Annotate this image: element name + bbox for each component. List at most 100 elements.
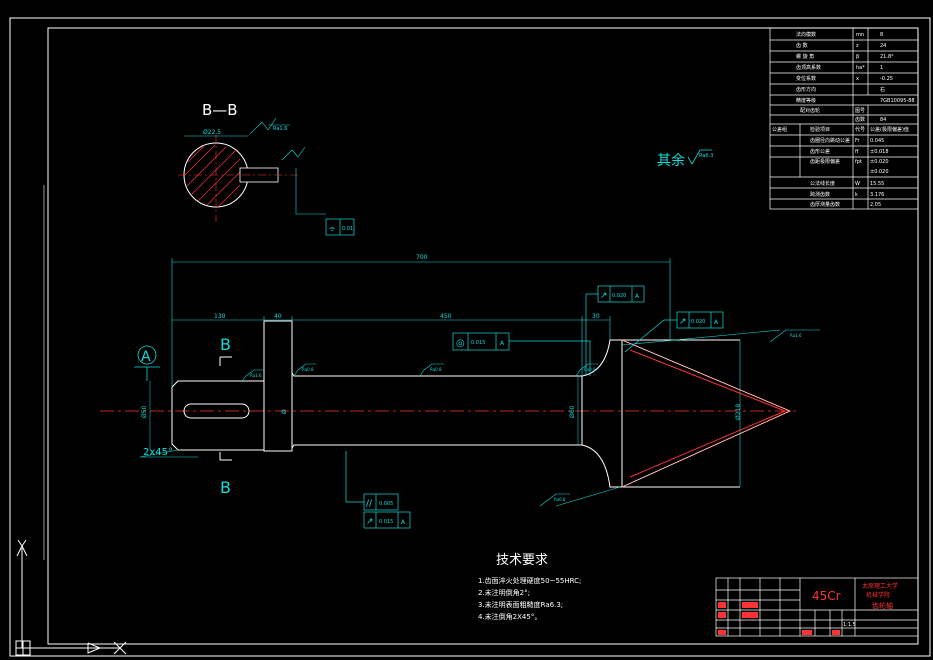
param-name-1: 齿 数	[796, 42, 808, 49]
roughness-symbols	[241, 329, 820, 507]
section-view: B—B Ø22.5 Ra1.6 ⌯ 0.01	[178, 101, 355, 236]
tol-bottom-datum: A	[401, 519, 406, 526]
tol-top-value: 0.020	[612, 293, 626, 299]
dim-seg4: 30	[592, 313, 600, 320]
tech-title: 技术要求	[496, 553, 548, 568]
section-marks: B B	[219, 335, 232, 497]
lower-code-4: ff	[855, 149, 859, 155]
tech-item-1: 1.齿面淬火处理硬度50~55HRC;	[478, 576, 581, 585]
lower-code-8: k	[855, 192, 858, 198]
param-name-4: 变位系数	[796, 75, 816, 82]
roughness-5: Ra1.6	[790, 333, 802, 338]
tol-cyl-symbol: ◎	[456, 338, 465, 349]
param-name-6: 精度等级	[796, 97, 816, 104]
param-sym-3: ha*	[856, 65, 865, 71]
hatch-lines	[184, 144, 241, 208]
tech-item-4: 4.未注倒角2X45°。	[478, 612, 541, 621]
dim-dia-body: Ø60	[569, 405, 576, 418]
lower-val-6: ±0.020	[870, 169, 889, 175]
symmetry-tol-value: 0.01	[342, 226, 353, 232]
lower-item-5: 齿距极限偏差	[810, 158, 840, 165]
param-name-3: 齿顶高系数	[796, 64, 821, 71]
param-sym-1: z	[856, 43, 859, 49]
ucs-icon	[15, 539, 127, 656]
param-val-6: 7GB10095-88	[880, 98, 915, 104]
param-val-3: 1	[880, 65, 883, 71]
parameter-table	[769, 27, 919, 210]
dim-dia-left: Ø50	[141, 405, 148, 418]
tol-parallel-value: 0.005	[379, 501, 393, 507]
scale-label: 1:1.5	[843, 622, 856, 628]
dim-dia-collar: Ø	[281, 409, 288, 414]
roughness-1: Ra1.6	[250, 373, 262, 378]
param-sym-4: x	[856, 76, 859, 82]
rest-roughness-label: 其余	[657, 152, 685, 169]
shaft-main-view: Ø50 Ø Ø60 Ø218	[100, 320, 800, 488]
cone-pitch-lines	[621, 339, 791, 488]
tol-cyl-datum: A	[500, 340, 505, 347]
rest-roughness-symbol	[687, 149, 712, 165]
school-sub-label: 机械学院	[866, 591, 890, 599]
param-sym-2: β	[856, 54, 859, 60]
lower-code-7: W	[855, 181, 860, 187]
param-val-1: 24	[880, 43, 886, 49]
title-block	[715, 577, 919, 637]
lower-val-4: ±0.018	[870, 149, 889, 155]
lower-item-2: 检验项目	[810, 126, 830, 133]
lower-label-0: 配对齿轮	[800, 107, 820, 114]
param-val-0: 8	[880, 32, 883, 38]
lower-val-8: 3.176	[870, 192, 884, 198]
tol-cone-symbol: ↗	[679, 317, 687, 327]
datum-label: A	[141, 349, 151, 365]
tol-bottom-value: 0.015	[379, 519, 393, 525]
tol-cone-datum: A	[714, 319, 719, 326]
tol-bottom-symbol: ↗	[366, 517, 374, 527]
dim-seg3: 450	[440, 313, 452, 320]
section-mark-top: B	[220, 335, 231, 354]
section-mark-bottom: B	[220, 478, 231, 497]
roughness-2: Ra0.8	[302, 367, 314, 372]
section-label: B—B	[202, 101, 238, 119]
lower-val-9: 2.05	[870, 202, 881, 208]
section-roughness: Ra1.6	[273, 126, 287, 132]
roughness-6: Ra0.8	[554, 497, 566, 502]
lower-code-3: Fr	[855, 138, 861, 144]
dim-seg2: 40	[274, 313, 282, 320]
rest-roughness-value: Ra6.3	[699, 153, 713, 159]
dim-overall: 700	[416, 254, 428, 261]
lower-val-1: 84	[880, 117, 886, 123]
material-label: 45Cr	[812, 589, 841, 603]
lower-val-2: 公差(极限偏差)值	[870, 126, 909, 133]
param-name-2: 螺 旋 角	[796, 53, 814, 60]
tech-item-3: 3.未注明表面粗糙度Ra6.3;	[478, 600, 563, 609]
param-name-0: 法向模数	[796, 31, 816, 38]
lower-val-3: 0.045	[870, 138, 884, 144]
dim-seg1: 130	[214, 313, 226, 320]
lower-group-2: 公差组	[772, 126, 787, 133]
section-diameter-dim: Ø22.5	[203, 129, 221, 136]
lower-item-8: 跨测齿数	[810, 191, 830, 198]
param-val-2: 21.8°	[880, 54, 894, 60]
drawing-name: 齿轮轴	[872, 601, 893, 610]
symmetry-tol-symbol: ⌯	[329, 224, 336, 233]
tol-cone-value: 0.020	[691, 319, 705, 325]
dimension-lines	[171, 258, 671, 387]
tol-cyl-value: 0.015	[471, 340, 485, 346]
dim-dia-cone: Ø218	[735, 404, 742, 420]
lower-code-1: 齿数	[855, 116, 865, 123]
roughness-3: Ra0.8	[430, 367, 442, 372]
lower-code-5: fpt	[855, 159, 862, 165]
title-block-marks	[718, 602, 840, 635]
lower-val-5: ±0.020	[870, 159, 889, 165]
datum-marker: A	[134, 345, 160, 381]
tol-top-symbol: ↗	[600, 291, 608, 301]
tolerance-frames	[345, 285, 724, 529]
lower-item-3: 齿圈径向跳动公差	[810, 137, 850, 144]
tol-parallel-symbol: //	[366, 499, 373, 509]
school-label: 太原理工大学	[862, 582, 898, 590]
lower-code-2: 代号	[855, 126, 865, 133]
param-val-5: 右	[880, 86, 885, 93]
tech-item-2: 2.未注明倒角2°;	[478, 588, 530, 597]
lower-val-7: 15.55	[870, 181, 884, 187]
